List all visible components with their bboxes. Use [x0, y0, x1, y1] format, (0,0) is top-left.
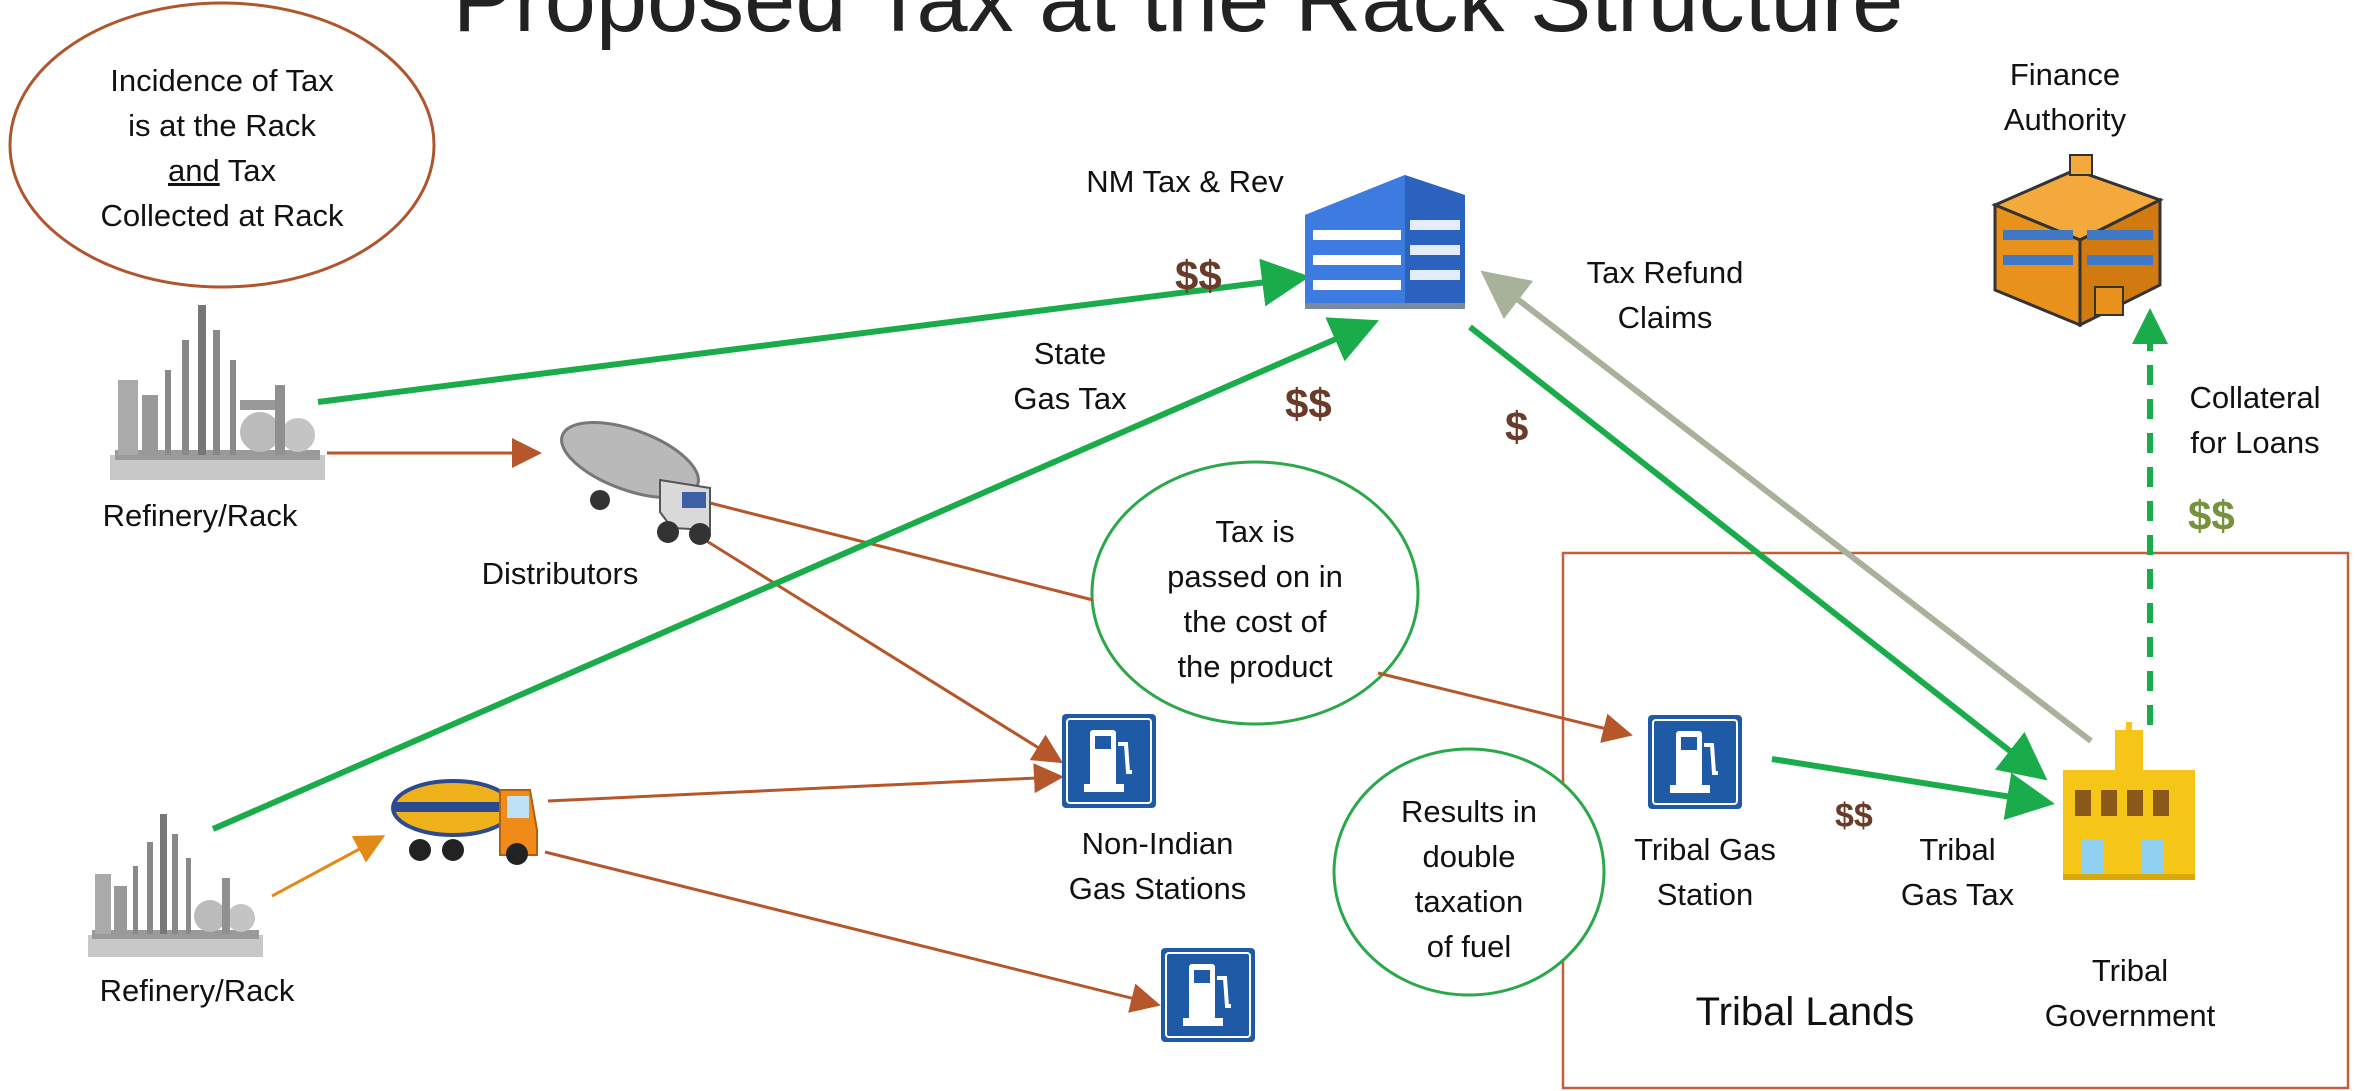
- top-refinery-tax-arrow: [317, 258, 1310, 405]
- incidence-callout: [8, 1, 436, 289]
- tribal-building-icon: [2063, 722, 2195, 880]
- refinery-icon: [110, 305, 325, 480]
- money-bottom-refinery: $$: [1285, 380, 1332, 427]
- money-tribal-station: $$: [1835, 797, 1873, 835]
- refinery-bottom-label: Refinery/Rack: [99, 973, 295, 1008]
- distributor-to-non-indian-arrow: [704, 538, 1064, 764]
- double-tax-callout-text: Results in double taxation of fuel: [1400, 794, 1538, 964]
- distributor-to-callout-line: [709, 501, 1094, 602]
- truck-to-non-indian-arrow: [547, 763, 1064, 803]
- tax-refund-label: Tax Refund Claims: [1586, 255, 1744, 335]
- passed-on-callout: [1090, 460, 1420, 726]
- gas-pump-icon: [1062, 714, 1156, 808]
- distributors-label: Distributors: [481, 556, 639, 591]
- money-tribal-to-state: $: [1505, 403, 1529, 450]
- refinery-icon-bottom: [88, 814, 263, 957]
- refinery-to-fuel-truck-arrow: [271, 835, 386, 898]
- finance-authority-label: Finance Authority: [2003, 57, 2127, 137]
- non-indian-stations-label: Non-Indian Gas Stations: [1068, 826, 1247, 906]
- callout-to-tribal-station-arrow: [1377, 671, 1633, 743]
- money-collateral: $$: [2188, 492, 2235, 539]
- tribal-station-label: Tribal Gas Station: [1634, 832, 1776, 912]
- passed-on-callout-text: Tax is passed on in the cost of the prod…: [1167, 514, 1343, 684]
- incidence-callout-text: Incidence of Tax is at the Rack and Tax …: [100, 63, 344, 233]
- office-building-icon: [1305, 175, 1465, 309]
- double-tax-callout: [1332, 747, 1606, 997]
- bottom-refinery-tax-arrow: [211, 317, 1379, 832]
- tribal-gas-tax-label: Tribal Gas Tax: [1900, 832, 2015, 912]
- collateral-label: Collateral for Loans: [2189, 380, 2321, 460]
- tribal-government-label: Tribal Government: [2044, 953, 2216, 1033]
- state-gas-tax-label: State Gas Tax: [1013, 336, 1127, 416]
- fuel-truck-icon: [391, 779, 538, 865]
- tax-refund-arrow: [1480, 270, 2093, 744]
- tribal-station-to-gov-arrow: [1771, 756, 2055, 821]
- gas-pump-icon-bottom: [1161, 948, 1255, 1042]
- money-top-refinery: $$: [1175, 252, 1222, 299]
- finance-building-icon: [1991, 154, 2164, 328]
- nm-tax-label: NM Tax & Rev: [1086, 164, 1284, 199]
- state-to-tribal-arrow: [1468, 324, 2048, 781]
- gas-pump-icon-tribal: [1648, 715, 1742, 809]
- page-title: Proposed Tax at the Rack Structure: [452, 0, 1904, 51]
- tribal-lands-label: Tribal Lands: [1695, 990, 1915, 1034]
- refinery-top-label: Refinery/Rack: [102, 498, 298, 533]
- tanker-truck-icon: [560, 421, 711, 545]
- truck-to-station-bottom-arrow: [544, 850, 1161, 1013]
